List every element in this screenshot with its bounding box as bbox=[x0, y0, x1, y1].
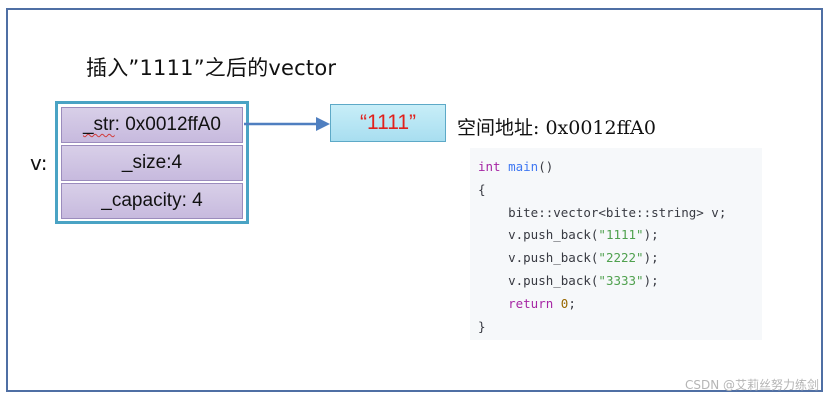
code-line: v.push_back("1111"); bbox=[478, 224, 762, 247]
code-string: "2222" bbox=[598, 250, 644, 266]
string-value-box: “1111” bbox=[330, 104, 446, 142]
code-text: ; bbox=[568, 295, 576, 311]
code-text: v.push_back( bbox=[478, 272, 599, 288]
diagram-title: 插入”1111”之后的vector bbox=[86, 56, 337, 80]
code-text: () bbox=[538, 159, 554, 174]
field-capacity: _capacity: 4 bbox=[61, 183, 243, 219]
vector-struct: _str: 0x0012ffA0 _size:4 _capacity: 4 bbox=[55, 101, 249, 224]
address-text: 空间地址: 0x0012ffA0 bbox=[457, 117, 656, 139]
code-line: int main() bbox=[478, 156, 762, 179]
code-string: "1111" bbox=[598, 227, 644, 243]
code-string: "3333" bbox=[598, 272, 644, 288]
code-line: return 0; bbox=[478, 293, 762, 316]
watermark: CSDN @艾莉丝努力练剑 bbox=[684, 378, 819, 392]
code-text: ); bbox=[643, 272, 659, 288]
code-line: } bbox=[478, 318, 486, 334]
code-line: v.push_back("2222"); bbox=[478, 247, 762, 270]
code-number: 0 bbox=[560, 295, 569, 311]
code-text: ); bbox=[643, 227, 659, 243]
code-keyword: int bbox=[478, 159, 501, 174]
code-line: bite::vector<bite::string> v; bbox=[478, 204, 727, 220]
field-str: _str: 0x0012ffA0 bbox=[61, 107, 243, 143]
code-line: { bbox=[478, 181, 486, 197]
code-text: ); bbox=[643, 250, 659, 266]
pointer-arrow bbox=[244, 117, 330, 131]
code-text: v.push_back( bbox=[478, 227, 599, 243]
field-size: _size:4 bbox=[61, 145, 243, 181]
code-text: v.push_back( bbox=[478, 250, 599, 266]
code-keyword: return bbox=[478, 295, 554, 311]
field-str-value: : 0x0012ffA0 bbox=[114, 114, 222, 135]
code-block: int main() { bite::vector<bite::string> … bbox=[470, 148, 762, 340]
variable-label: v: bbox=[30, 151, 48, 175]
pointer-arrow-head bbox=[316, 117, 330, 131]
code-line: v.push_back("3333"); bbox=[478, 270, 762, 293]
field-str-name: _str bbox=[82, 114, 115, 135]
code-function: main bbox=[508, 159, 539, 174]
